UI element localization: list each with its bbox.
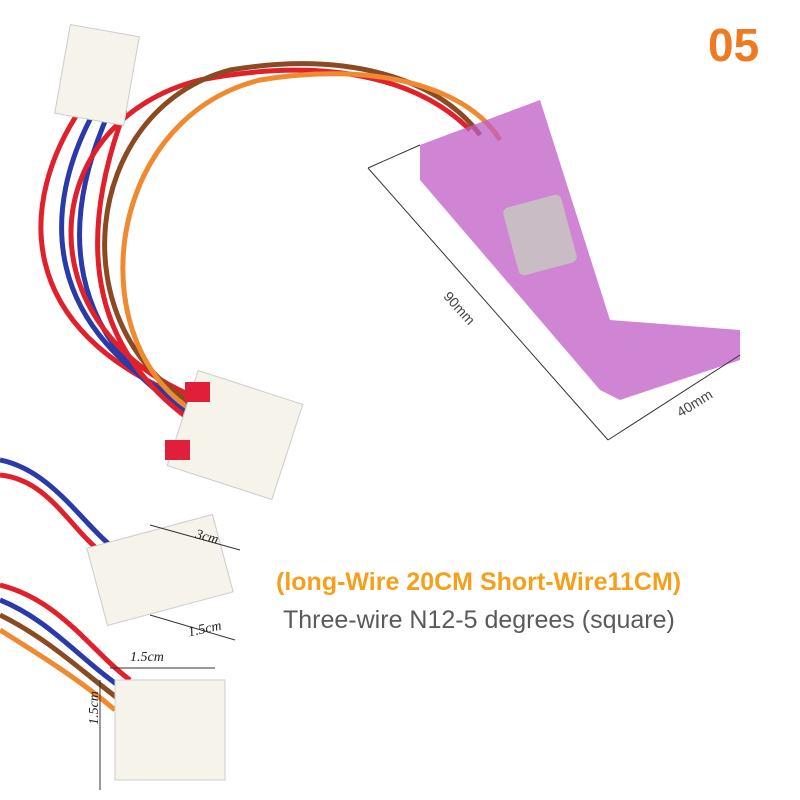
dimension-lines	[367, 144, 741, 441]
wire-harness	[38, 61, 503, 433]
large-connector-detail	[114, 679, 226, 781]
main-connector	[165, 369, 304, 501]
small-connector	[86, 513, 234, 627]
detail-dimension-lines	[99, 524, 241, 790]
top-connector	[54, 24, 140, 126]
thermostat-capsule	[420, 100, 740, 400]
large-connector-height-label: 1.5cm	[86, 691, 102, 725]
wire-length-headline: (long-Wire 20CM Short-Wire11CM)	[276, 568, 682, 596]
variant-number: 05	[708, 19, 760, 71]
large-connector-width-label: 1.5cm	[130, 650, 164, 665]
product-subtitle: Three-wire N12-5 degrees (square)	[283, 606, 675, 634]
